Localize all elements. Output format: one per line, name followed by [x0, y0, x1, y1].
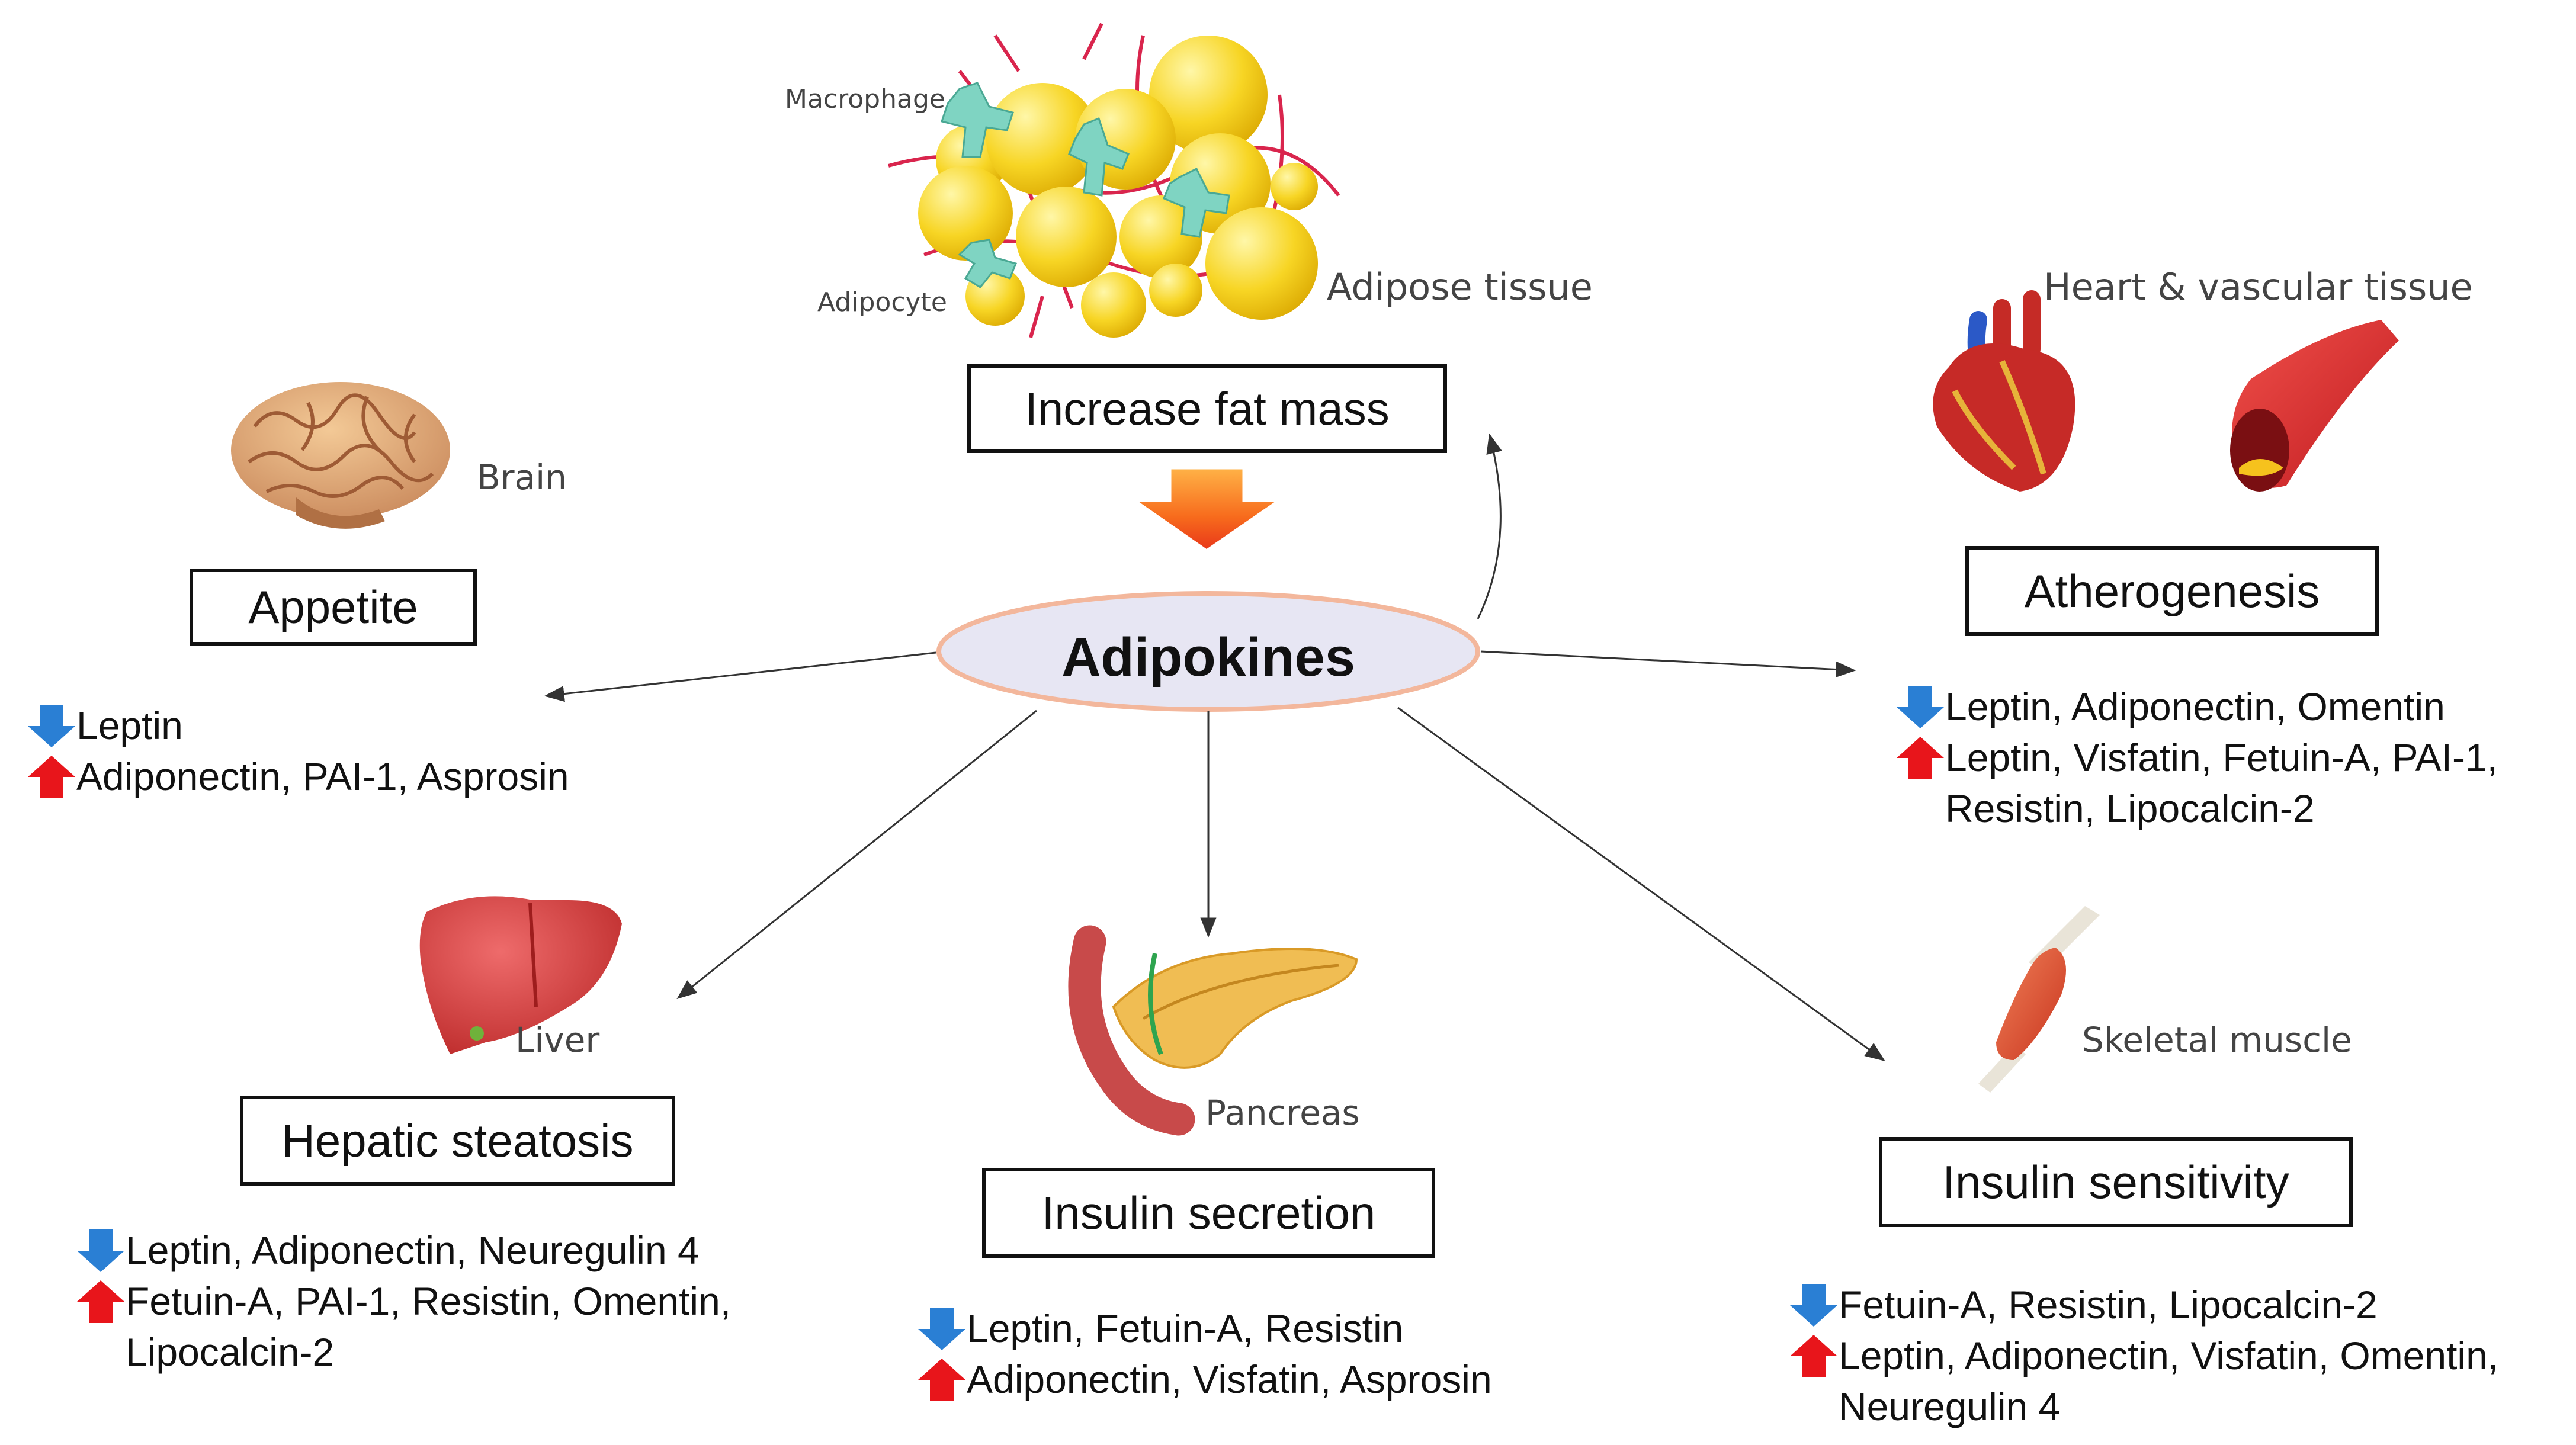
skeletal-muscle-illustration	[1978, 906, 2100, 1093]
atherogenesis-adipokine-list: Leptin, Adiponectin, Omentin Leptin, Vis…	[1895, 681, 2498, 834]
up-arrow-icon	[28, 756, 75, 798]
arrow-to-fat-mass	[1477, 433, 1502, 619]
list-item: Leptin, Adiponectin, Omentin	[1895, 681, 2498, 732]
down-arrow-icon	[77, 1229, 124, 1272]
adipose-tissue-illustration	[888, 23, 1340, 338]
list-item: Leptin, Fetuin-A, Resistin	[917, 1303, 1492, 1354]
insulin-sensitivity-down-text: Fetuin-A, Resistin, Lipocalcin-2	[1839, 1283, 2378, 1327]
liver-illustration	[419, 896, 622, 1054]
list-item: Fetuin-A, PAI-1, Resistin, Omentin, Lipo…	[76, 1276, 731, 1377]
arrow-to-atherogenesis	[1480, 650, 1856, 678]
list-item: Adiponectin, Visfatin, Asprosin	[917, 1354, 1492, 1405]
arrow-to-appetite	[544, 651, 936, 702]
down-arrow-icon	[28, 705, 75, 747]
hepatic-up-text-line1: Fetuin-A, PAI-1, Resistin, Omentin,	[126, 1279, 732, 1323]
appetite-adipokine-list: Leptin Adiponectin, PAI-1, Asprosin	[27, 700, 569, 802]
arrow-to-hepatic	[676, 709, 1037, 1000]
brain-illustration	[231, 382, 450, 529]
liver-label: Liver	[515, 1020, 600, 1060]
adipokines-ellipse	[936, 591, 1480, 712]
pancreas-illustration	[1068, 925, 1358, 1136]
atherogenesis-box: Atherogenesis	[1965, 546, 2379, 636]
list-item: Adiponectin, PAI-1, Asprosin	[27, 751, 569, 802]
up-arrow-icon	[77, 1280, 124, 1323]
big-down-arrow-icon	[1130, 466, 1285, 553]
adipocyte-label: Adipocyte	[817, 287, 947, 317]
down-arrow-icon	[918, 1308, 965, 1350]
appetite-box: Appetite	[190, 569, 477, 646]
list-item: Leptin, Adiponectin, Visfatin, Omentin, …	[1789, 1330, 2498, 1432]
insulin-secretion-up-text: Adiponectin, Visfatin, Asprosin	[967, 1357, 1492, 1401]
list-item: Leptin, Visfatin, Fetuin-A, PAI-1, Resis…	[1895, 732, 2498, 834]
insulin-sensitivity-adipokine-list: Fetuin-A, Resistin, Lipocalcin-2 Leptin,…	[1789, 1279, 2498, 1432]
up-arrow-icon	[1790, 1335, 1837, 1377]
arrow-to-insulin-sensitivity	[1397, 707, 1885, 1061]
adipokines-label: Adipokines	[1061, 627, 1355, 688]
pancreas-label: Pancreas	[1205, 1093, 1360, 1133]
heart-illustration	[1933, 290, 2075, 492]
appetite-up-text: Adiponectin, PAI-1, Asprosin	[76, 754, 569, 798]
insulin-secretion-down-text: Leptin, Fetuin-A, Resistin	[967, 1306, 1404, 1350]
blood-vessel-illustration	[2230, 320, 2399, 492]
connector-arrows	[544, 433, 1885, 1061]
hepatic-down-text: Leptin, Adiponectin, Neuregulin 4	[126, 1228, 700, 1272]
insulin-sensitivity-up-text-line1: Leptin, Adiponectin, Visfatin, Omentin,	[1839, 1334, 2499, 1377]
fat-mass-box: Increase fat mass	[967, 364, 1447, 453]
list-item: Leptin, Adiponectin, Neuregulin 4	[76, 1225, 731, 1276]
brain-label: Brain	[477, 457, 567, 497]
atherogenesis-up-text-line2: Resistin, Lipocalcin-2	[1945, 786, 2315, 830]
up-arrow-icon	[1897, 737, 1944, 779]
heart-vascular-label: Heart & vascular tissue	[2044, 265, 2473, 309]
insulin-sensitivity-up-text-line2: Neuregulin 4	[1839, 1385, 2061, 1428]
skeletal-muscle-label: Skeletal muscle	[2082, 1020, 2352, 1060]
hepatic-steatosis-box: Hepatic steatosis	[240, 1096, 675, 1186]
appetite-down-text: Leptin	[76, 704, 183, 747]
atherogenesis-up-text-line1: Leptin, Visfatin, Fetuin-A, PAI-1,	[1945, 736, 2498, 779]
hepatic-up-text-line2: Lipocalcin-2	[126, 1330, 335, 1374]
macrophage-label: Macrophage	[785, 84, 945, 114]
down-arrow-icon	[1790, 1284, 1837, 1327]
insulin-sensitivity-box: Insulin sensitivity	[1879, 1137, 2353, 1227]
insulin-secretion-adipokine-list: Leptin, Fetuin-A, Resistin Adiponectin, …	[917, 1303, 1492, 1405]
insulin-secretion-box: Insulin secretion	[982, 1168, 1435, 1258]
hepatic-adipokine-list: Leptin, Adiponectin, Neuregulin 4 Fetuin…	[76, 1225, 731, 1377]
list-item: Fetuin-A, Resistin, Lipocalcin-2	[1789, 1279, 2498, 1330]
adipose-tissue-label: Adipose tissue	[1327, 265, 1593, 309]
list-item: Leptin	[27, 700, 569, 751]
atherogenesis-down-text: Leptin, Adiponectin, Omentin	[1945, 685, 2445, 728]
down-arrow-icon	[1897, 686, 1944, 728]
up-arrow-icon	[918, 1359, 965, 1401]
